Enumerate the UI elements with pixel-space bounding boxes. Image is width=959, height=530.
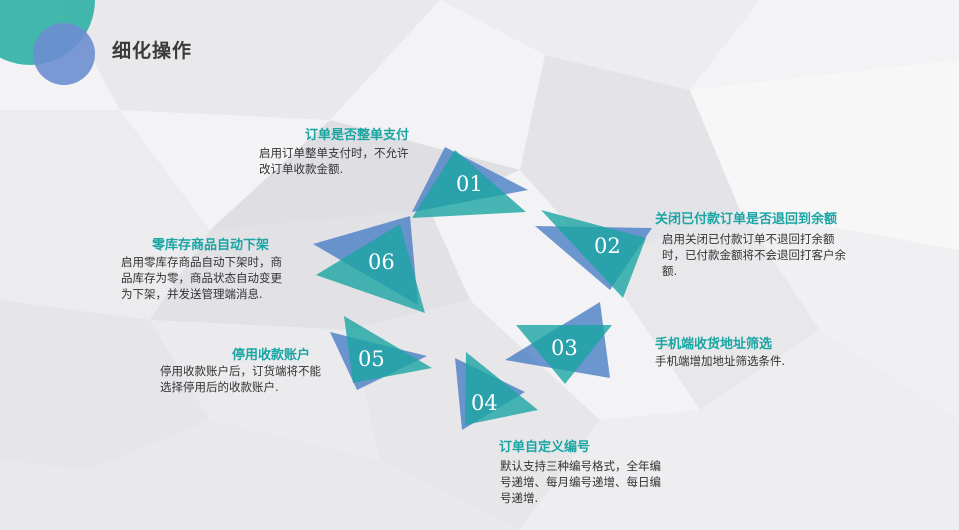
- triangle-01: [412, 147, 528, 218]
- triangle-05: [330, 316, 432, 390]
- feature-title-04: 订单自定义编号: [499, 440, 591, 455]
- feature-desc-02: 启用关闭已付款订单不退回打余额时，已付款金额将不会退回打客户余额.: [662, 232, 846, 278]
- triangle-04: [455, 352, 538, 430]
- triangle-06: [313, 216, 425, 313]
- corner-circle-blue: [33, 23, 95, 85]
- triangle-02: [535, 210, 652, 298]
- step-number-05: 05: [358, 347, 385, 371]
- triangle-03: [505, 302, 612, 384]
- step-number-04: 04: [471, 391, 498, 415]
- feature-desc-01: 启用订单整单支付时，不允许改订单收款金额.: [259, 146, 409, 176]
- feature-desc-03: 手机端增加地址筛选条件.: [655, 354, 786, 368]
- feature-title-05: 停用收款账户: [232, 348, 311, 363]
- step-number-06: 06: [368, 250, 395, 274]
- step-number-02: 02: [594, 234, 621, 258]
- step-number-03: 03: [551, 336, 578, 360]
- feature-title-01: 订单是否整单支付: [305, 128, 410, 143]
- feature-title-03: 手机端收货地址筛选: [655, 337, 773, 352]
- feature-title-06: 零库存商品自动下架: [152, 238, 270, 253]
- feature-desc-04: 默认支持三种编号格式，全年编号递增、每月编号递增、每日编号递增.: [500, 459, 661, 505]
- step-number-01: 01: [456, 172, 483, 196]
- feature-title-02: 关闭已付款订单是否退回到余额: [655, 212, 838, 227]
- feature-desc-05: 停用收款账户后，订货端将不能选择停用后的收款账户.: [160, 364, 321, 394]
- page-title: 细化操作: [112, 40, 193, 62]
- feature-desc-06: 启用零库存商品自动下架时，商品库存为零，商品状态自动变更为下架，并发送管理端消息…: [121, 255, 282, 301]
